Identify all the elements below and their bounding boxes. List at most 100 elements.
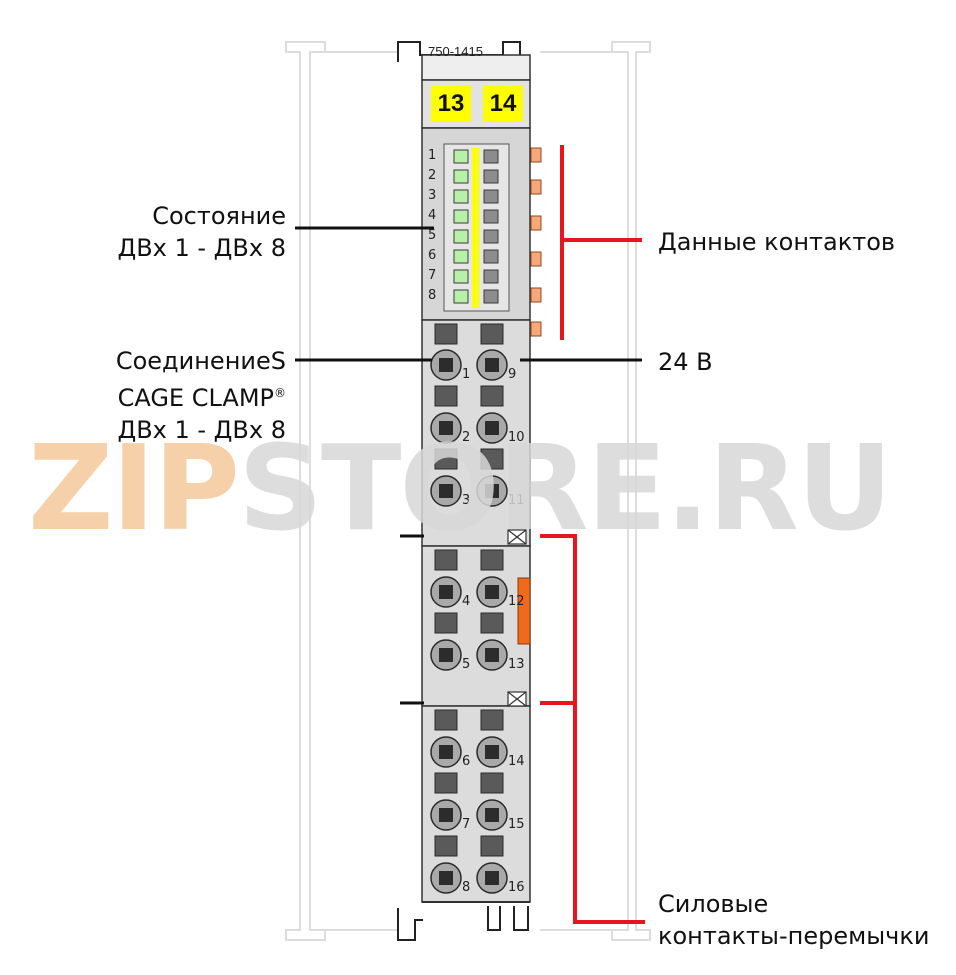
led-number-7: 7	[428, 268, 437, 283]
tag-14: 14	[483, 86, 523, 122]
terminal-number-1: 1	[462, 367, 471, 382]
terminal-number-8: 8	[462, 880, 471, 895]
terminal-number-2: 2	[462, 430, 471, 445]
terminal-wire-entry-8	[439, 871, 453, 885]
power-contacts-line1: Силовые	[658, 890, 769, 918]
data-contact-6	[530, 321, 542, 337]
terminal-wire-entry-4	[439, 585, 453, 599]
led-status-5	[453, 229, 469, 244]
terminal-release-slot-11	[480, 448, 504, 470]
terminal-column	[430, 323, 508, 894]
terminal-release-slot-3	[434, 448, 458, 470]
led-status-4	[453, 209, 469, 224]
terminal-number-7: 7	[462, 817, 471, 832]
terminal-number-10: 10	[508, 430, 525, 445]
led-slot-6	[483, 249, 499, 264]
terminal-number-14: 14	[508, 754, 525, 769]
registered-mark: ®	[274, 386, 286, 400]
terminal-release-slot-5	[434, 612, 458, 634]
terminal-number-11: 11	[508, 493, 525, 508]
watermark-part1: ZIP	[28, 419, 240, 557]
voltage-label: 24 В	[658, 348, 713, 376]
terminal-number-15: 15	[508, 817, 525, 832]
terminal-release-slot-15	[480, 772, 504, 794]
terminal-wire-entry-13	[485, 648, 499, 662]
terminal-wire-entry-5	[439, 648, 453, 662]
led-number-5: 5	[428, 228, 437, 243]
module-body-top	[421, 54, 531, 81]
terminal-release-slot-2	[434, 385, 458, 407]
din-rail-outline	[285, 41, 651, 941]
connection-label-line2: CAGE CLAMP®	[116, 377, 286, 414]
led-slot-5	[483, 229, 499, 244]
led-status-7	[453, 269, 469, 284]
power-contacts-line2: контакты-перемычки	[658, 922, 930, 950]
terminal-release-slot-14	[480, 709, 504, 731]
terminal-wire-entry-16	[485, 871, 499, 885]
terminal-wire-entry-15	[485, 808, 499, 822]
status-label: Состояние ДВх 1 - ДВх 8	[117, 200, 286, 264]
terminal-release-slot-9	[480, 323, 504, 345]
red-brackets	[540, 145, 645, 924]
terminal-number-12: 12	[508, 594, 525, 609]
status-label-line1: Состояние	[152, 202, 286, 230]
power-contacts-label: Силовые контакты-перемычки	[658, 888, 929, 952]
led-number-8: 8	[428, 288, 437, 303]
part-number: 750-1415	[428, 44, 483, 59]
led-column	[453, 149, 499, 304]
power-jumper-contact	[517, 577, 531, 645]
led-slot-8	[483, 289, 499, 304]
terminal-release-slot-16	[480, 835, 504, 857]
jumper-marker	[507, 529, 527, 707]
terminal-wire-entry-11	[485, 484, 499, 498]
connection-label-line2-text: CAGE CLAMP	[117, 384, 274, 412]
terminal-release-slot-12	[480, 549, 504, 571]
terminal-number-6: 6	[462, 754, 471, 769]
terminal-release-slot-1	[434, 323, 458, 345]
terminal-wire-entry-6	[439, 745, 453, 759]
led-number-3: 3	[428, 188, 437, 203]
led-slot-2	[483, 169, 499, 184]
terminal-wire-entry-14	[485, 745, 499, 759]
data-contact-3	[530, 215, 542, 231]
watermark: ZIPSTORE.RU	[28, 428, 893, 548]
terminal-release-slot-10	[480, 385, 504, 407]
led-slot-3	[483, 189, 499, 204]
data-contact-2	[530, 179, 542, 195]
connection-label: СоединениеS CAGE CLAMP® ДВх 1 - ДВх 8	[116, 345, 286, 446]
terminal-release-slot-6	[434, 709, 458, 731]
terminal-wire-entry-1	[439, 358, 453, 372]
data-contacts-label: Данные контактов	[658, 228, 896, 256]
terminal-number-13: 13	[508, 657, 525, 672]
terminal-number-3: 3	[462, 493, 471, 508]
terminal-number-9: 9	[508, 367, 517, 382]
terminal-release-slot-4	[434, 549, 458, 571]
data-contacts	[530, 147, 542, 337]
leader-lines	[295, 226, 642, 705]
terminal-wire-entry-9	[485, 358, 499, 372]
data-contact-5	[530, 287, 542, 303]
led-number-1: 1	[428, 148, 437, 163]
watermark-part2: STORE.RU	[237, 419, 893, 557]
terminal-wire-entry-2	[439, 421, 453, 435]
led-status-3	[453, 189, 469, 204]
terminal-release-slot-7	[434, 772, 458, 794]
led-slot-7	[483, 269, 499, 284]
terminal-wire-entry-10	[485, 421, 499, 435]
data-contact-1	[530, 147, 542, 163]
terminal-number-5: 5	[462, 657, 471, 672]
tag-13: 13	[431, 86, 471, 122]
led-slot-1	[483, 149, 499, 164]
terminal-release-slot-8	[434, 835, 458, 857]
terminal-wire-entry-3	[439, 484, 453, 498]
terminal-release-slot-13	[480, 612, 504, 634]
led-number-2: 2	[428, 168, 437, 183]
connection-label-line1: СоединениеS	[115, 347, 286, 375]
terminal-number-16: 16	[508, 880, 525, 895]
connection-label-line3: ДВх 1 - ДВх 8	[117, 416, 286, 444]
data-contact-4	[530, 251, 542, 267]
led-status-6	[453, 249, 469, 264]
led-status-2	[453, 169, 469, 184]
led-number-4: 4	[428, 208, 437, 223]
